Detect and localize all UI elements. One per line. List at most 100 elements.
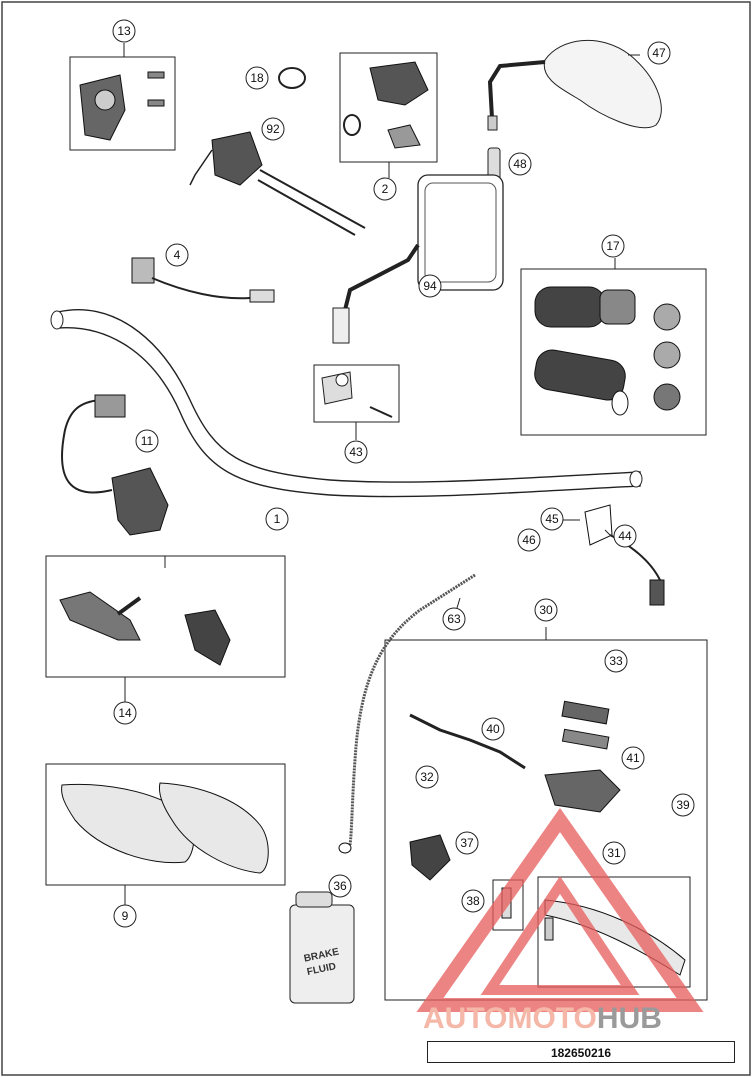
group-box-9 <box>45 763 286 886</box>
brake-fluid-cap <box>295 891 333 908</box>
callout-circle <box>461 889 485 913</box>
callout-number: 4 <box>174 248 181 262</box>
callout-number: 13 <box>117 24 131 38</box>
callout-circle <box>508 152 532 176</box>
kill-switch-cable <box>151 277 251 300</box>
hot-start-lever <box>584 504 613 546</box>
callout-circle <box>621 746 645 770</box>
callout-circle <box>671 793 695 817</box>
callout-number: 2 <box>382 182 389 196</box>
callout-circle <box>481 717 505 741</box>
callout-circle <box>112 19 136 43</box>
mirror-square-head <box>417 174 504 291</box>
hand-guard-left <box>61 783 195 864</box>
callout-number: 40 <box>486 722 500 736</box>
callout-number: 31 <box>607 846 621 860</box>
grip-lower <box>534 349 626 401</box>
brake-line-banjo <box>338 842 352 854</box>
callout-number: 32 <box>420 770 434 784</box>
callout-number: 46 <box>522 533 536 547</box>
leader-lines <box>123 43 640 905</box>
callout-number: 39 <box>676 798 690 812</box>
lever-bushing <box>544 917 554 941</box>
watermark-triangle <box>416 807 704 1012</box>
callout-circle <box>647 41 671 65</box>
callout-circle <box>415 765 439 789</box>
group-box-17 <box>520 268 707 436</box>
switch-button <box>94 89 116 111</box>
mirror-square-stem <box>343 243 420 311</box>
handlebar-left-end <box>50 310 64 330</box>
watermark-text: AUTOMOTOHUB <box>423 1002 662 1035</box>
mirror-square-glass <box>424 182 497 283</box>
callout-number: 44 <box>618 529 632 543</box>
mirror-bolt <box>487 115 498 131</box>
document-code: 182650216 <box>427 1041 735 1063</box>
mirror-square-base <box>332 307 350 344</box>
callout-number: 1 <box>274 512 281 526</box>
hot-start-holder <box>184 609 231 666</box>
start-switch-bracket <box>387 124 421 149</box>
switch-screw-2 <box>147 99 165 107</box>
callout-circle <box>517 528 541 552</box>
callout-circle <box>113 904 137 928</box>
reservoir-cap <box>561 700 610 725</box>
callout-number: 43 <box>349 445 363 459</box>
throttle-housing <box>211 131 263 186</box>
handlebar <box>57 308 641 498</box>
watermark-logo <box>416 807 704 1012</box>
grip-ring-1 <box>653 303 681 331</box>
mirror-head <box>543 39 662 129</box>
handlebar-right-end <box>629 470 643 488</box>
callout-number: 33 <box>609 654 623 668</box>
combination-switch-cable <box>61 399 113 494</box>
callout-number: 63 <box>447 612 461 626</box>
hand-guard-right <box>159 782 269 874</box>
grip-ring-2 <box>653 341 681 369</box>
callout-circle <box>418 274 442 298</box>
callout-number: 45 <box>545 512 559 526</box>
callout-circle <box>601 234 625 258</box>
pin-14 <box>116 596 142 616</box>
callout-circle <box>328 874 352 898</box>
callout-circle <box>540 507 564 531</box>
callout-number: 9 <box>122 909 129 923</box>
callout-number: 37 <box>460 836 474 850</box>
grip-upper-sleeve <box>599 289 636 325</box>
callout-circle <box>113 701 137 725</box>
start-switch-tie <box>343 114 361 136</box>
brake-caliper-guard <box>409 834 451 881</box>
callout-circle <box>135 429 159 453</box>
callout-circle <box>534 598 558 622</box>
combination-switch-plug <box>94 394 126 418</box>
callout-circle <box>245 66 269 90</box>
piston-kit <box>409 713 526 770</box>
callout-number: 17 <box>606 239 620 253</box>
reservoir-membrane <box>561 728 610 750</box>
callout-number: 30 <box>539 603 553 617</box>
clutch-holder <box>59 591 141 641</box>
callout-circle <box>373 177 397 201</box>
callout-circle <box>455 831 479 855</box>
combination-switch <box>111 467 169 536</box>
throttle-wire <box>189 149 213 186</box>
kill-switch <box>131 257 155 284</box>
callout-circle <box>602 841 626 865</box>
callout-circle <box>604 649 628 673</box>
callout-number: 14 <box>118 706 132 720</box>
switch-screw-1 <box>147 71 165 79</box>
mirror-clamp-screw <box>369 406 393 418</box>
cable-tie <box>278 67 306 89</box>
callout-number: 47 <box>652 46 666 60</box>
callout-circle <box>265 507 289 531</box>
kill-switch-plug <box>249 289 275 303</box>
callout-number: 48 <box>513 157 527 171</box>
start-switch <box>369 61 429 106</box>
hot-start-plug <box>649 579 665 606</box>
callout-circle <box>344 440 368 464</box>
brake-line <box>348 573 476 846</box>
